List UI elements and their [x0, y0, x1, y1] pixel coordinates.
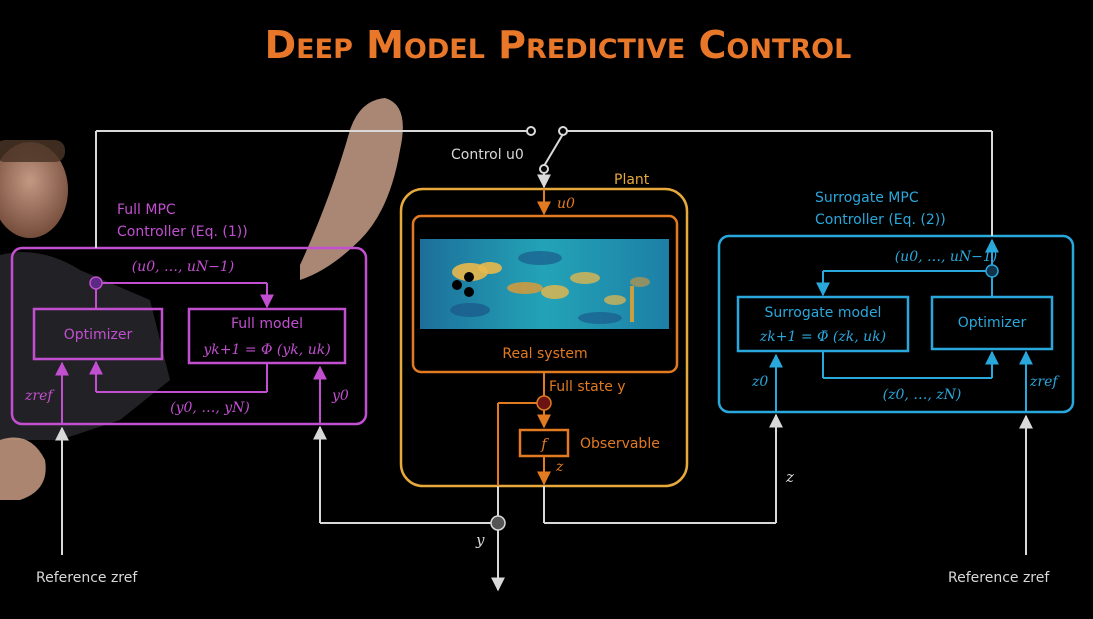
- full-mpc-title-line2: Controller (Eq. (1)): [117, 224, 248, 240]
- surrogate-model-equation: zk+1 = Φ̄ (zk, uk): [759, 329, 886, 345]
- observable-label: Observable: [580, 436, 660, 452]
- switch-arm: [543, 133, 564, 167]
- full-optimizer-box: [32, 307, 164, 361]
- full-mpc-title-line1: Full MPC: [117, 202, 176, 218]
- observable-output-label: z: [555, 459, 564, 475]
- full-state-sequence: (y0, …, yN): [170, 400, 250, 416]
- plant-u0-label: u0: [557, 196, 575, 212]
- plant-block: Plant Real system u0 Full state y: [399, 172, 689, 488]
- full-y0-label: y0: [331, 388, 349, 404]
- full-junction: [89, 276, 103, 290]
- full-state-label: Full state y: [549, 379, 626, 395]
- full-model-title: Full model: [231, 316, 303, 332]
- surr-state-sequence: (z0, …, zN): [883, 387, 962, 403]
- full-ref-label: zref: [24, 388, 55, 404]
- full-optimizer-label: Optimizer: [64, 327, 133, 343]
- y-signal-label: y: [475, 531, 485, 549]
- ref-right-label: Reference zref: [948, 570, 1050, 586]
- plant-title: Plant: [614, 172, 650, 188]
- switch-label: Control u0: [451, 147, 524, 163]
- surrogate-title-line1: Surrogate MPC: [815, 190, 919, 206]
- full-control-sequence: (u0, …, uN−1): [132, 259, 235, 275]
- full-model-equation: yk+1 = Φ (yk, uk): [202, 342, 330, 358]
- surrogate-title-line2: Controller (Eq. (2)): [815, 212, 946, 228]
- z-signal-label: z: [785, 468, 794, 486]
- real-system-label: Real system: [502, 346, 587, 362]
- flow-visualization: [420, 239, 669, 329]
- surr-junction: [985, 264, 999, 278]
- full-state-junction: [536, 395, 552, 411]
- surr-z0-label: z0: [751, 374, 768, 390]
- surrogate-optimizer-label: Optimizer: [958, 315, 1027, 331]
- y-node: [490, 515, 506, 531]
- signal-routing: Control u0 y z Reference zref Reference …: [36, 126, 1050, 592]
- page-title: Deep Model Predictive Control: [265, 23, 852, 67]
- switch-pivot: [539, 164, 549, 174]
- full-mpc-controller: Full MPC Controller (Eq. (1)) Optimizer …: [10, 202, 368, 426]
- switch-contact-right: [558, 126, 568, 136]
- observable-fn: f: [540, 435, 549, 453]
- switch-contact-left: [526, 126, 536, 136]
- ref-left-label: Reference zref: [36, 570, 138, 586]
- surr-control-sequence: (u0, …, uN−1): [895, 249, 998, 265]
- surr-ref-label: zref: [1029, 374, 1060, 390]
- surrogate-model-title: Surrogate model: [765, 305, 882, 321]
- surrogate-mpc-controller: Surrogate MPC Controller (Eq. (2)) Surro…: [717, 190, 1075, 414]
